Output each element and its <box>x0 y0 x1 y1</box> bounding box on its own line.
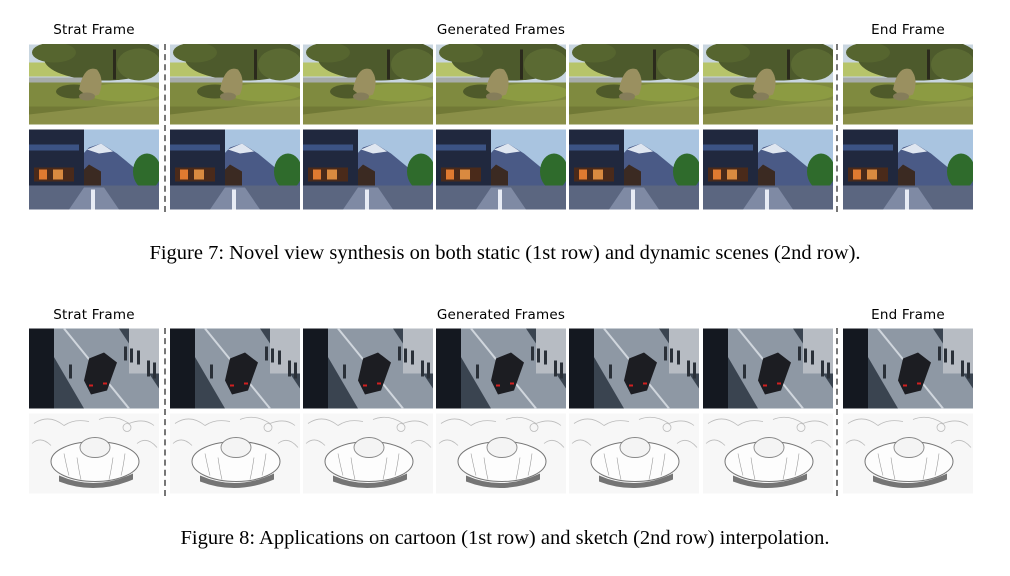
end-divider <box>836 44 838 212</box>
figure-7-caption: Figure 7: Novel view synthesis on both s… <box>149 242 861 264</box>
sketch-generated-frame <box>569 413 699 494</box>
start-divider <box>164 328 166 496</box>
start-frame-label: Strat Frame <box>53 22 135 38</box>
sketch-generated-frame <box>303 413 433 494</box>
sketch-start-frame <box>29 413 159 494</box>
start-divider <box>164 44 166 212</box>
end-divider <box>836 328 838 496</box>
cartoon-generated-frame <box>436 328 566 409</box>
sketch-end-frame <box>843 413 973 494</box>
cartoon-generated-frame <box>569 328 699 409</box>
end-frame-label: End Frame <box>871 307 945 323</box>
sketch-generated-frame <box>703 413 833 494</box>
figure-8-caption: Figure 8: Applications on cartoon (1st r… <box>180 527 830 549</box>
sketch-generated-frame <box>170 413 300 494</box>
cartoon-start-frame <box>29 328 159 409</box>
cartoon-generated-frame <box>703 328 833 409</box>
generated-frames-label: Generated Frames <box>436 307 566 323</box>
sketch-generated-frame <box>436 413 566 494</box>
cartoon-generated-frame <box>303 328 433 409</box>
figure-7: Strat Frame Generated Frames End Frame F… <box>0 0 1010 280</box>
start-frame-label: Strat Frame <box>53 307 135 323</box>
cartoon-end-frame <box>843 328 973 409</box>
end-frame-label: End Frame <box>871 22 945 38</box>
generated-frames-label: Generated Frames <box>436 22 566 38</box>
cartoon-generated-frame <box>170 328 300 409</box>
